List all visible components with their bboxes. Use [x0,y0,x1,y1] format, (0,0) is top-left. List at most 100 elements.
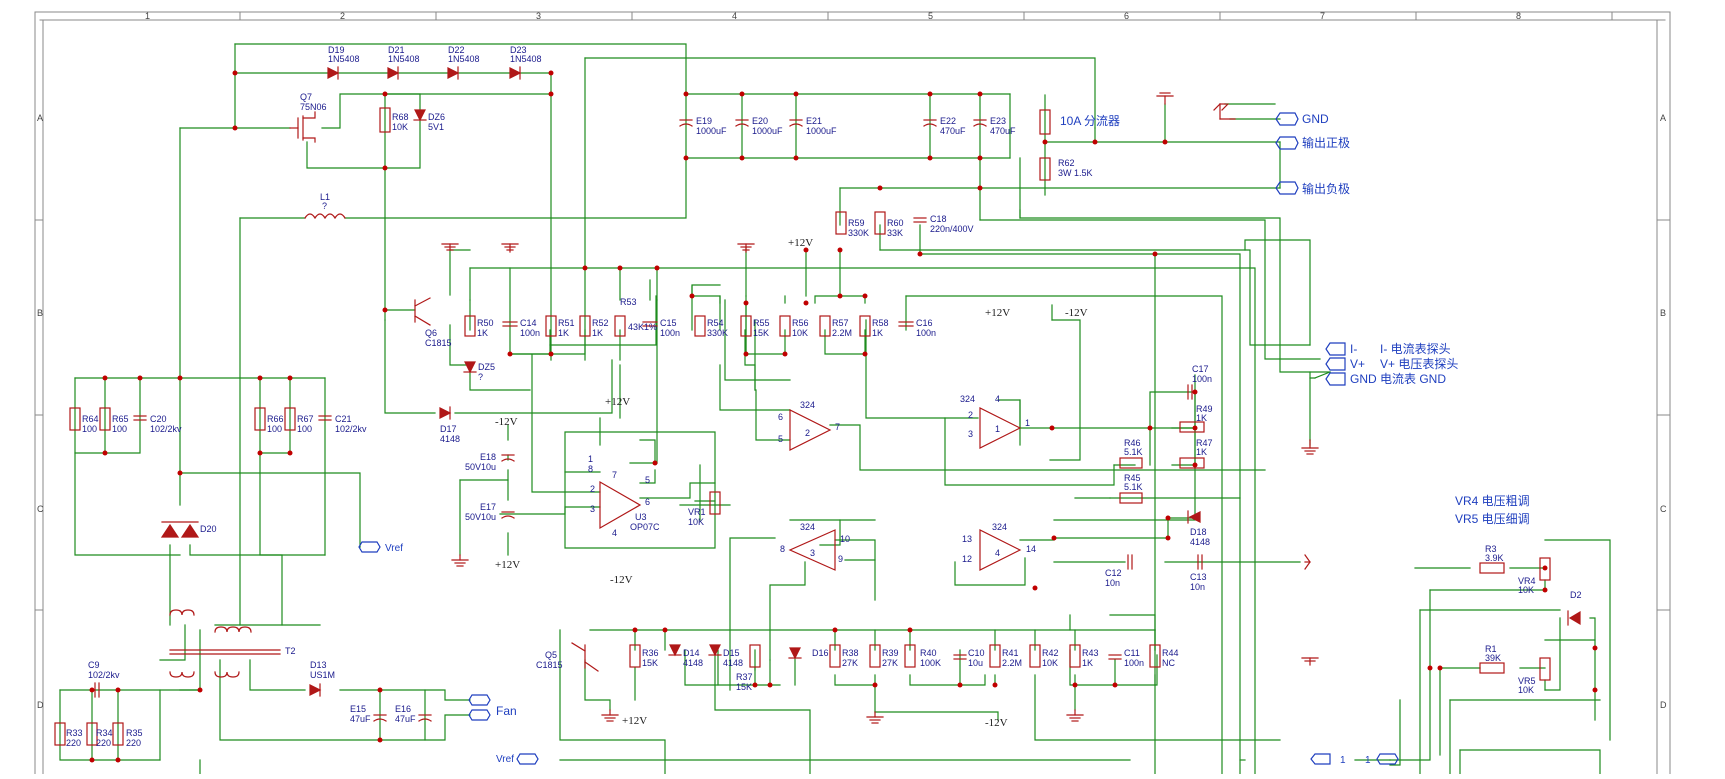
svg-text:10A 分流器: 10A 分流器 [1060,114,1120,128]
cap-c10 [953,654,967,660]
cap-e23 [973,119,987,127]
svg-text:3.9K: 3.9K [1485,553,1504,563]
svg-text:6: 6 [1124,11,1129,21]
svg-text:100n: 100n [520,328,540,338]
diode-d21 [387,66,400,80]
ports [358,112,1399,765]
svg-text:Q5: Q5 [545,650,557,660]
cap-c17 [1187,384,1193,400]
svg-text:D16: D16 [812,648,829,658]
svg-text:330K: 330K [848,228,869,238]
gnd-symbol-e17 [451,554,469,567]
resistor-r44 [1149,644,1161,668]
svg-text:VR5 电压细调: VR5 电压细调 [1455,512,1530,526]
svg-text:100n: 100n [660,328,680,338]
svg-text:324: 324 [960,394,975,404]
svg-text:1K: 1K [592,328,603,338]
diode-d22 [447,66,460,80]
svg-text:电流表 GND: 电流表 GND [1380,372,1446,386]
svg-text:+12V: +12V [495,559,520,571]
svg-text:10K: 10K [792,328,808,338]
svg-text:I-: I- [1350,342,1357,356]
svg-text:B: B [1660,308,1666,318]
resistor-r67 [284,407,296,431]
svg-text:6: 6 [645,497,650,507]
svg-text:10n: 10n [1105,578,1120,588]
svg-text:C1815: C1815 [536,660,563,670]
svg-text:D: D [1660,700,1667,710]
svg-text:10: 10 [840,534,850,544]
cap-c12 [1127,554,1133,570]
svg-text:V+ 电压表探头: V+ 电压表探头 [1380,357,1458,371]
cap-e22 [923,119,937,127]
svg-text:E19: E19 [696,116,712,126]
gnd-symbol-q6 [441,243,459,251]
pot-vr4 [1539,557,1551,581]
transformer-t2 [169,609,281,678]
resistor-r65 [99,407,111,431]
net-labels: 10A 分流器 GND 输出正极 输出负极 I- I- 电流表探头 V+ V+ … [385,112,1530,766]
svg-text:4148: 4148 [723,658,743,668]
resistor-r54 [694,315,706,337]
svg-text:10K: 10K [1042,658,1058,668]
svg-text:5: 5 [928,11,933,21]
svg-text:E20: E20 [752,116,768,126]
cap-e16 [418,714,432,722]
svg-text:R54: R54 [707,318,724,328]
svg-text:DZ5: DZ5 [478,362,495,372]
resistor-r50 [464,315,476,337]
resistor-r41 [989,644,1001,668]
resistor-r62 [1039,157,1051,181]
svg-text:8: 8 [588,464,593,474]
opamp-324-c [788,529,836,571]
svg-text:D21: D21 [388,45,405,55]
svg-text:5.1K: 5.1K [1124,482,1143,492]
svg-text:C1815: C1815 [425,338,452,348]
zener-dz6 [413,109,427,122]
port-gnd-meter [1325,372,1346,386]
svg-text:6: 6 [778,412,783,422]
svg-text:2: 2 [805,428,810,438]
svg-text:330K: 330K [707,328,728,338]
svg-text:50V10u: 50V10u [465,512,496,522]
resistor-r58 [859,315,871,337]
svg-text:R33: R33 [66,728,83,738]
svg-text:+12V: +12V [788,237,813,249]
svg-text:VR4 电压粗调: VR4 电压粗调 [1455,494,1530,508]
svg-text:1: 1 [145,11,150,21]
svg-text:Vref: Vref [496,754,514,765]
svg-text:B: B [37,308,43,318]
svg-text:220: 220 [126,738,141,748]
resistor-r43 [1069,644,1081,668]
resistor-r52 [579,315,591,337]
svg-text:Q6: Q6 [425,328,437,338]
svg-text:R65: R65 [112,414,129,424]
resistor-r35 [112,722,124,746]
power-labels: +12V -12V +12V -12V +12V +12V -12V +12V … [495,237,1088,729]
resistor-shunt [1039,109,1051,135]
svg-text:1N5408: 1N5408 [328,54,360,64]
port-i-minus [1325,342,1346,356]
svg-text:50V10u: 50V10u [465,462,496,472]
svg-text:C11: C11 [1124,648,1140,658]
svg-text:+12V: +12V [622,715,647,727]
resistor-r68 [379,107,391,133]
svg-text:C18: C18 [930,214,947,224]
svg-text:R59: R59 [848,218,865,228]
resistor-r53 [614,315,626,337]
svg-text:100: 100 [82,424,97,434]
resistor-r45 [1119,492,1143,504]
svg-text:100n: 100n [1124,658,1144,668]
resistor-r38 [829,644,841,668]
svg-text:R66: R66 [267,414,284,424]
svg-text:E16: E16 [395,704,411,714]
svg-text:R38: R38 [842,648,859,658]
resistor-r49 [1179,421,1205,433]
svg-text:R56: R56 [792,318,809,328]
resistor-r55 [740,315,752,337]
opamp-324-a [789,409,832,451]
svg-text:1: 1 [995,424,1000,434]
svg-text:1K: 1K [477,328,488,338]
port-1-b [1376,753,1399,765]
cap-e19 [679,119,693,127]
